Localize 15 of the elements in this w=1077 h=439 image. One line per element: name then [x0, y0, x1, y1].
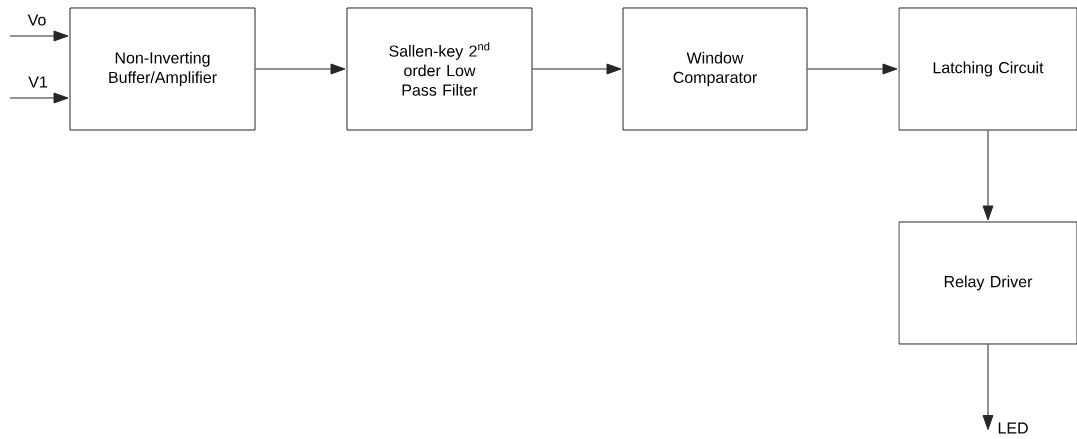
block-box: Latching Circuit: [898, 7, 1077, 131]
block-box: Sallen-key 2$^{nd}$ order Low Pass Filter: [346, 7, 533, 131]
block-box: Relay Driver: [898, 221, 1077, 345]
input-label: V1: [28, 76, 47, 88]
output-label: LED: [998, 422, 1028, 434]
block-box: Non-Inverting Buffer/Amplifier: [69, 7, 256, 131]
arrow: [255, 63, 346, 75]
arrow: [982, 130, 994, 221]
block-box: Window Comparator: [622, 7, 808, 131]
arrow: [532, 63, 622, 75]
arrow: [9, 92, 69, 104]
arrow: [807, 63, 898, 75]
arrow: [9, 30, 69, 42]
input-label: Vo: [27, 14, 46, 26]
arrow: [982, 344, 994, 430]
